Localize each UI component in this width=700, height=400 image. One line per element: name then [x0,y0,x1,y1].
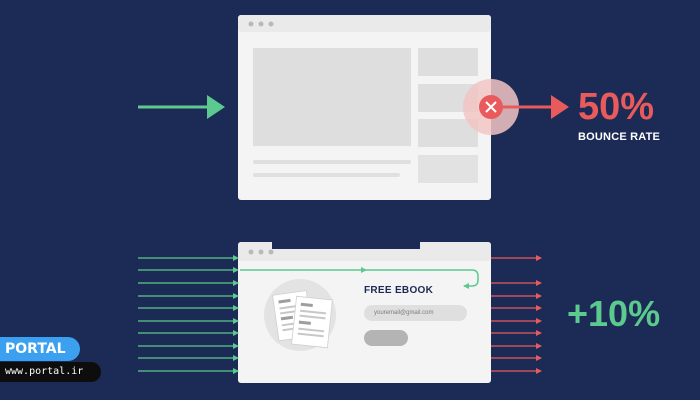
browser-stand [272,191,420,200]
sidebar-block [418,119,478,147]
brand-watermark: PORTAL www.portal.ir [0,337,101,382]
hero-image-placeholder [253,48,411,146]
conversion-gain-value: +10% [567,293,661,334]
window-dot-icon [248,21,254,27]
submit-button[interactable] [364,330,408,346]
bounce-exit [463,79,569,135]
email-field[interactable]: youremail@gmail.com [364,305,467,321]
conversion-flow-arrow [240,267,479,289]
incoming-traffic-arrow [138,95,225,119]
window-dot-icon [268,249,274,255]
bounce-traffic-arrows [491,255,542,374]
incoming-traffic-arrows [138,255,239,374]
bottom-browser-window [238,237,491,383]
bounce-rate-value: 50% [578,86,655,128]
ebook-pages-icon [264,279,336,351]
window-dot-icon [248,249,254,255]
sidebar-block [418,48,478,76]
sidebar-block [418,155,478,183]
window-dot-icon [258,21,264,27]
window-dot-icon [268,21,274,27]
bounce-rate-label: BOUNCE RATE [578,131,661,143]
brand-name: PORTAL [0,337,80,361]
brand-url[interactable]: www.portal.ir [0,362,101,382]
text-line-placeholder [253,160,411,164]
top-browser-window [238,15,491,200]
text-line-placeholder [253,173,400,177]
window-dot-icon [258,249,264,255]
ebook-title: FREE EBOOK [364,285,434,296]
